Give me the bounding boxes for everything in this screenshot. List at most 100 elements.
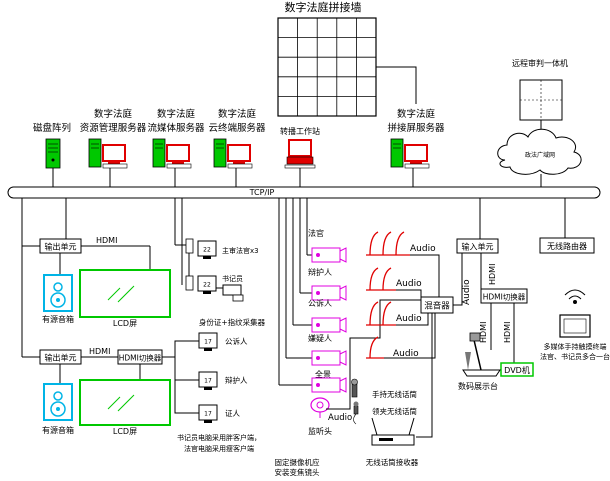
tablet-icon xyxy=(559,314,591,338)
wireless-mics: 手持无线话筒 领夹无线话筒 无线话筒接收器 xyxy=(351,378,419,467)
splicing-server-icon xyxy=(390,138,430,169)
right-hdmi-label-3: HDMI xyxy=(503,322,512,343)
wall-title: 数字法庭拼接墙 xyxy=(285,0,362,14)
hdmi-2-label: HDMI xyxy=(89,347,110,356)
server-1-line2: 资源管理服务器 xyxy=(80,122,147,134)
right-zone: 输入单元 HDMI HDMI切换器 HDMI HDMI DVD机 数码展示台 无… xyxy=(456,198,610,391)
tablet-note-line2: 法官、书记员多合一台 xyxy=(540,352,610,361)
camera-note-line1: 固定摄像机应 xyxy=(275,457,320,467)
right-hdmi-switch xyxy=(480,288,528,304)
server-5-line2: 拼接屏服务器 xyxy=(387,122,445,134)
mixer-label: 混音器 xyxy=(424,301,450,312)
monitor-audio-label: Audio xyxy=(328,413,352,423)
audio-label-3: Audio xyxy=(396,314,422,324)
screen-5-label: 17 xyxy=(204,411,212,418)
wireless-receiver-label: 无线话筒接收器 xyxy=(366,457,419,467)
lcd-2-label: LCD屏 xyxy=(113,427,137,436)
camera-5-label: 全景 xyxy=(315,369,331,379)
camera-1-icon xyxy=(311,247,347,263)
router-box xyxy=(539,237,595,254)
clerk-note-line2: 法官电脑采用瘦客户端 xyxy=(184,444,254,453)
mixer-audio-label: Audio xyxy=(462,279,472,305)
server-3-line2: 云终端服务器 xyxy=(208,122,266,134)
terminal-5-label: 证人 xyxy=(225,409,240,418)
fingerprint-scanner-icon xyxy=(222,284,242,296)
right-hdmi-label-2: HDMI xyxy=(479,322,488,343)
input-unit-label: 输入单元 xyxy=(462,242,494,252)
terminal-2-label: 书记员 xyxy=(222,274,243,283)
terminal-witness-icon: 17 xyxy=(198,404,218,423)
terminal-3-label: 公诉人 xyxy=(225,336,248,346)
lapel-mic-label: 领夹无线话筒 xyxy=(372,406,417,416)
speaker-1-label: 有源音箱 xyxy=(42,314,74,324)
hdmi-1-label: HDMI xyxy=(96,236,117,245)
camera-note-line2: 安装变焦镜头 xyxy=(275,467,320,477)
broadcast-workstation-icon xyxy=(284,139,316,169)
remote-label: 远程审判一体机 xyxy=(512,58,568,68)
audio-label-4: Audio xyxy=(393,349,419,359)
scanner-label: 身份证+指纹采集器 xyxy=(199,317,266,327)
camera-5-icon xyxy=(311,377,347,393)
dvd-label: DVD机 xyxy=(504,365,530,375)
cloud-label: 政法广域网 xyxy=(525,151,555,159)
output-unit-2-label: 输出单元 xyxy=(45,353,77,363)
terminal-judge-icon: 22 xyxy=(185,238,217,259)
camera-3-label: 公诉人 xyxy=(308,298,332,308)
input-unit xyxy=(456,238,499,254)
handheld-mic-icon xyxy=(351,378,358,398)
screen-2-label: 22 xyxy=(203,282,211,289)
monitor-head-label: 监听头 xyxy=(308,426,332,436)
router-label: 无线路由器 xyxy=(547,241,587,251)
screen-4-label: 17 xyxy=(204,378,212,385)
doc-camera-icon xyxy=(462,332,501,377)
terminal-clerk-icon: 22 xyxy=(185,275,217,294)
doc-camera-label: 数码展示台 xyxy=(458,381,498,391)
speaker-1-icon xyxy=(43,274,73,312)
right-hdmi-label-1: HDMI xyxy=(488,264,497,285)
mic-group-2 xyxy=(366,267,396,291)
remote-trial: 远程审判一体机 政法广域网 xyxy=(497,58,582,187)
monitor-head-icon xyxy=(310,397,330,418)
tcp-ip-bus: TCP/IP xyxy=(7,186,601,199)
terminal-prosecutor-icon: 17 xyxy=(198,332,218,351)
bus-label: TCP/IP xyxy=(249,188,275,197)
video-wall: 数字法庭拼接墙 xyxy=(277,0,417,117)
cloud-terminal-server-icon xyxy=(213,138,253,169)
tablet-note-line1: 多媒体手持触摸终端 xyxy=(544,342,607,351)
server-3-line1: 数字法庭 xyxy=(218,108,257,120)
cloud-icon xyxy=(497,128,582,175)
mic-group-1 xyxy=(366,231,410,256)
lcd-2-icon xyxy=(79,379,171,426)
speaker-2-icon xyxy=(43,383,73,421)
camera-1-label: 法官 xyxy=(308,228,324,238)
output-unit-1-label: 输出单元 xyxy=(45,242,77,252)
left-bottom-zone: 输出单元 HDMI HDMI切换器 有源音箱 LCD屏 xyxy=(22,340,199,436)
terminal-4-label: 辩护人 xyxy=(225,375,248,385)
camera-4-label: 嫌疑人 xyxy=(308,333,332,343)
clerk-note-line1: 书记员电脑采用胖客户端， xyxy=(177,433,261,442)
camera-2-icon xyxy=(311,285,347,301)
server-labels: 磁盘阵列 数字法庭 资源管理服务器 数字法庭 流媒体服务器 数字法庭 云终端服务… xyxy=(33,108,445,136)
right-hdmi-switch-label: HDMI切换器 xyxy=(483,292,526,302)
disk-array-icon xyxy=(45,138,61,169)
lapel-mic-icon xyxy=(353,401,359,425)
mixer: 混音器 Audio xyxy=(416,253,472,438)
screen-1-label: 22 xyxy=(203,247,211,254)
resource-server-icon xyxy=(88,138,128,169)
left-top-zone: 输出单元 HDMI 有源音箱 LCD屏 xyxy=(21,198,171,357)
camera-2-label: 辩护人 xyxy=(308,267,332,277)
camera-3-icon xyxy=(311,317,347,333)
hdmi-switch-1-label: HDMI切换器 xyxy=(119,353,162,363)
terminal-1-label: 主审法官x3 xyxy=(222,246,259,255)
wifi-icon xyxy=(564,289,586,304)
server-1-line1: 数字法庭 xyxy=(94,108,133,120)
screen-3-label: 17 xyxy=(204,339,212,346)
server-4-line2: 转播工作站 xyxy=(280,126,320,136)
dvd-icon xyxy=(500,362,534,377)
lcd-1-icon xyxy=(79,269,171,318)
mic-group-4 xyxy=(366,336,384,359)
terminals: 22 主审法官x3 22 书记员 身份证+指纹采集器 17 公诉人 17 辩护人 xyxy=(174,198,266,423)
handheld-mic-label: 手持无线话筒 xyxy=(372,389,417,399)
camera-4-icon xyxy=(311,350,347,366)
